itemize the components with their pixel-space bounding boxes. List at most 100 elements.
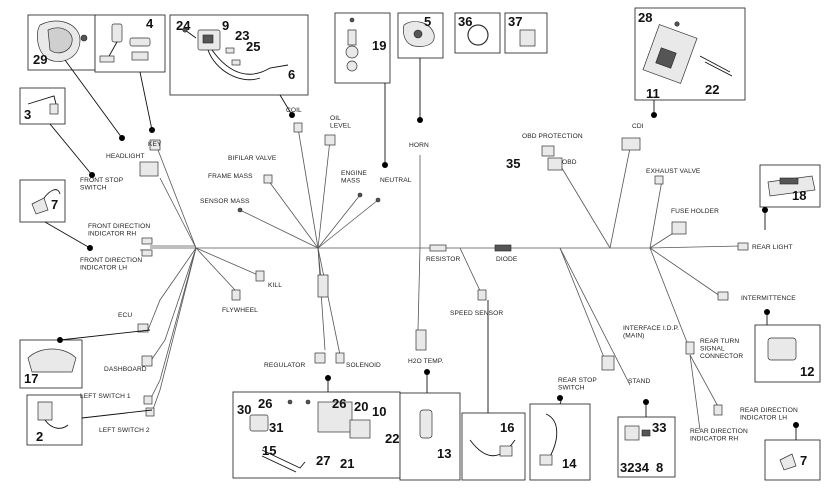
callout-14: 14	[562, 456, 577, 471]
label-bifilar-valve: BIFILAR VALVE	[228, 155, 277, 162]
label-interface: INTERFACE I.D.P.(MAIN)	[623, 325, 679, 340]
label-h2o-temp: H2O TEMP.	[408, 358, 444, 365]
label-left-switch-2: LEFT SWITCH 2	[99, 427, 150, 434]
callout-26a: 26	[258, 396, 272, 411]
label-frame-mass: FRAME MASS	[208, 173, 253, 180]
harness-connectors	[137, 122, 749, 417]
box-stand	[617, 416, 676, 478]
label-left-switch-1: LEFT SWITCH 1	[80, 393, 131, 400]
callout-numbers: 29 4 24 9 23 25 6 19 5 36 37 28 11 22 3 …	[24, 10, 814, 475]
callout-30: 30	[237, 402, 251, 417]
label-headlight: HEADLIGHT	[106, 153, 145, 160]
label-sensor-mass: SENSOR MASS	[200, 198, 250, 205]
box-37	[504, 12, 548, 54]
callout-18: 18	[792, 188, 806, 203]
box-36	[454, 12, 501, 54]
box-2	[26, 394, 83, 446]
box-18	[759, 164, 821, 208]
label-regulator: REGULATOR	[264, 362, 305, 369]
callout-20: 20	[354, 399, 368, 414]
label-horn: HORN	[409, 142, 429, 149]
label-stand: STAND	[628, 378, 650, 385]
callout-29: 29	[33, 52, 47, 67]
callout-2: 2	[36, 429, 43, 444]
callout-3: 3	[24, 107, 31, 122]
box-19	[334, 12, 391, 84]
callout-37: 37	[508, 14, 522, 29]
label-kill: KILL	[268, 282, 282, 289]
callout-31: 31	[269, 420, 283, 435]
box-key	[94, 14, 166, 73]
callout-7a: 7	[51, 197, 58, 212]
callout-33: 33	[652, 420, 666, 435]
callout-19: 19	[372, 38, 386, 53]
callout-36: 36	[458, 14, 472, 29]
label-coil: COIL	[286, 107, 302, 114]
callout-8: 8	[656, 460, 663, 475]
label-obd: OBD	[562, 159, 577, 166]
box-7b	[764, 439, 821, 481]
harness-wires	[140, 127, 741, 431]
box-coil	[169, 14, 309, 96]
label-flywheel: FLYWHEEL	[222, 307, 258, 314]
box-headlight	[27, 14, 96, 71]
callout-10: 10	[372, 404, 386, 419]
callout-25: 25	[246, 39, 260, 54]
label-ecu: ECU	[118, 312, 132, 319]
callout-26b: 26	[332, 396, 346, 411]
callout-22b: 22	[385, 431, 399, 446]
label-intermittence: INTERMITTENCE	[741, 295, 796, 302]
label-obd-protection: OBD PROTECTION	[522, 133, 583, 140]
label-key: KEY	[148, 141, 162, 148]
label-exhaust-valve: EXHAUST VALVE	[646, 168, 701, 175]
callout-28: 28	[638, 10, 652, 25]
box-cdi	[634, 7, 746, 101]
callout-6: 6	[288, 67, 295, 82]
label-neutral: NEUTRAL	[380, 177, 412, 184]
label-diode: DIODE	[496, 256, 518, 263]
callout-35: 35	[506, 156, 520, 171]
callout-16: 16	[500, 420, 514, 435]
box-dashboard	[19, 339, 83, 389]
callout-23: 23	[235, 28, 249, 43]
callout-27: 27	[316, 453, 330, 468]
label-speed-sensor: SPEED SENSOR	[450, 310, 503, 317]
callout-13: 13	[437, 446, 451, 461]
callout-11: 11	[646, 86, 660, 101]
box-14	[529, 403, 591, 481]
callout-21: 21	[340, 456, 354, 471]
callout-12: 12	[800, 364, 814, 379]
callout-22a: 22	[705, 82, 719, 97]
label-rear-light: REAR LIGHT	[752, 244, 793, 251]
callout-24: 24	[176, 18, 191, 33]
callout-4: 4	[146, 16, 154, 31]
callout-15: 15	[262, 443, 276, 458]
callout-5: 5	[424, 14, 431, 29]
label-resistor: RESISTOR	[426, 256, 461, 263]
label-solenoid: SOLENOID	[346, 362, 381, 369]
box-7a	[19, 179, 66, 223]
box-12	[754, 324, 821, 383]
leader-lines	[44, 58, 799, 440]
label-dashboard: DASHBOARD	[104, 366, 147, 373]
callout-3234: 3234	[620, 460, 650, 475]
box-3	[19, 87, 66, 125]
callout-9: 9	[222, 18, 229, 33]
label-cdi: CDI	[632, 123, 644, 130]
label-fuse-holder: FUSE HOLDER	[671, 208, 719, 215]
box-16	[461, 412, 526, 481]
box-horn	[397, 12, 444, 59]
box-13	[399, 392, 461, 481]
callout-7b: 7	[800, 453, 807, 468]
